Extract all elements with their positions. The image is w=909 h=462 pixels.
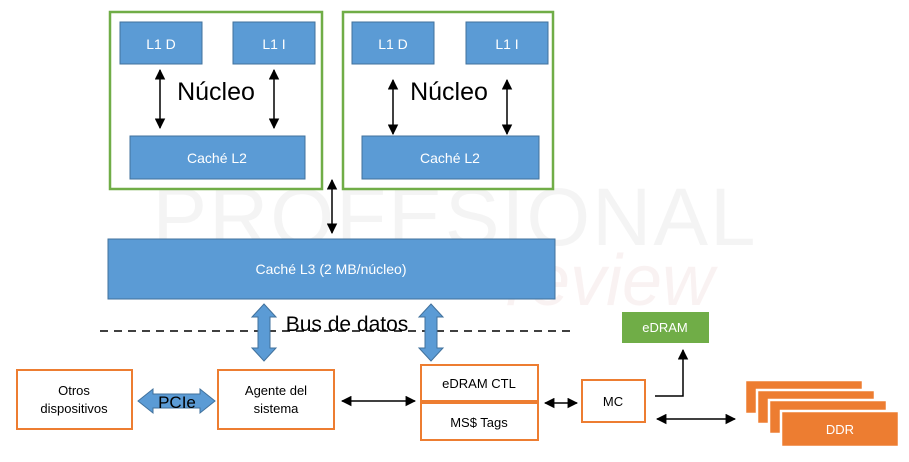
core-2-l1d-box — [351, 21, 435, 65]
ddr-module-4 — [779, 409, 901, 449]
core-2-l2-label: Caché L2 — [420, 150, 480, 166]
core-2-label: Núcleo — [410, 78, 488, 106]
core-1-label: Núcleo — [177, 78, 255, 106]
bus-label: Bus de datos — [286, 313, 409, 336]
ddr-label: DDR — [826, 422, 854, 437]
system-agent-box — [217, 369, 335, 430]
mc-label: MC — [603, 394, 623, 409]
core-1-l2-label: Caché L2 — [187, 150, 247, 166]
bus-arrow-right — [417, 303, 445, 362]
core-2-l1i-box — [465, 21, 549, 65]
edram-box — [622, 312, 709, 343]
core-1: L1 D L1 I Núcleo Caché L2 — [108, 10, 324, 191]
core-1-l1i-label: L1 I — [262, 36, 285, 52]
system-agent-line1: Agente del — [245, 383, 307, 398]
pcie-arrow — [137, 387, 216, 415]
mc-box — [581, 379, 646, 423]
mc-edram-arrow — [655, 348, 689, 397]
core-1-l1i-box — [232, 21, 316, 65]
core-2: L1 D L1 I Núcleo Caché L2 — [341, 10, 555, 191]
core-2-l2-box — [361, 135, 540, 180]
other-devices-box — [16, 369, 133, 430]
other-devices-line2: dispositivos — [40, 401, 108, 416]
l3-cache-box — [107, 238, 556, 300]
edram-ctl-box — [420, 364, 539, 402]
pcie-label: PCIe — [158, 393, 196, 412]
core-2-l1i-label: L1 I — [495, 36, 518, 52]
bus-arrow-left — [250, 303, 278, 362]
ms-tags-label: MS$ Tags — [450, 415, 508, 430]
ddr-stack: DDR — [743, 378, 901, 449]
core-2-l1d-label: L1 D — [378, 36, 408, 52]
system-agent-line2: sistema — [254, 401, 300, 416]
ms-tags-box — [420, 402, 539, 441]
other-devices-line1: Otros — [58, 383, 90, 398]
core-1-l1d-box — [119, 21, 203, 65]
edram-label: eDRAM — [642, 320, 688, 335]
core-1-l1d-label: L1 D — [146, 36, 176, 52]
core-1-l2-box — [129, 135, 306, 180]
edram-ctl-label: eDRAM CTL — [442, 376, 516, 391]
l3-cache-label: Caché L3 (2 MB/núcleo) — [256, 261, 407, 277]
